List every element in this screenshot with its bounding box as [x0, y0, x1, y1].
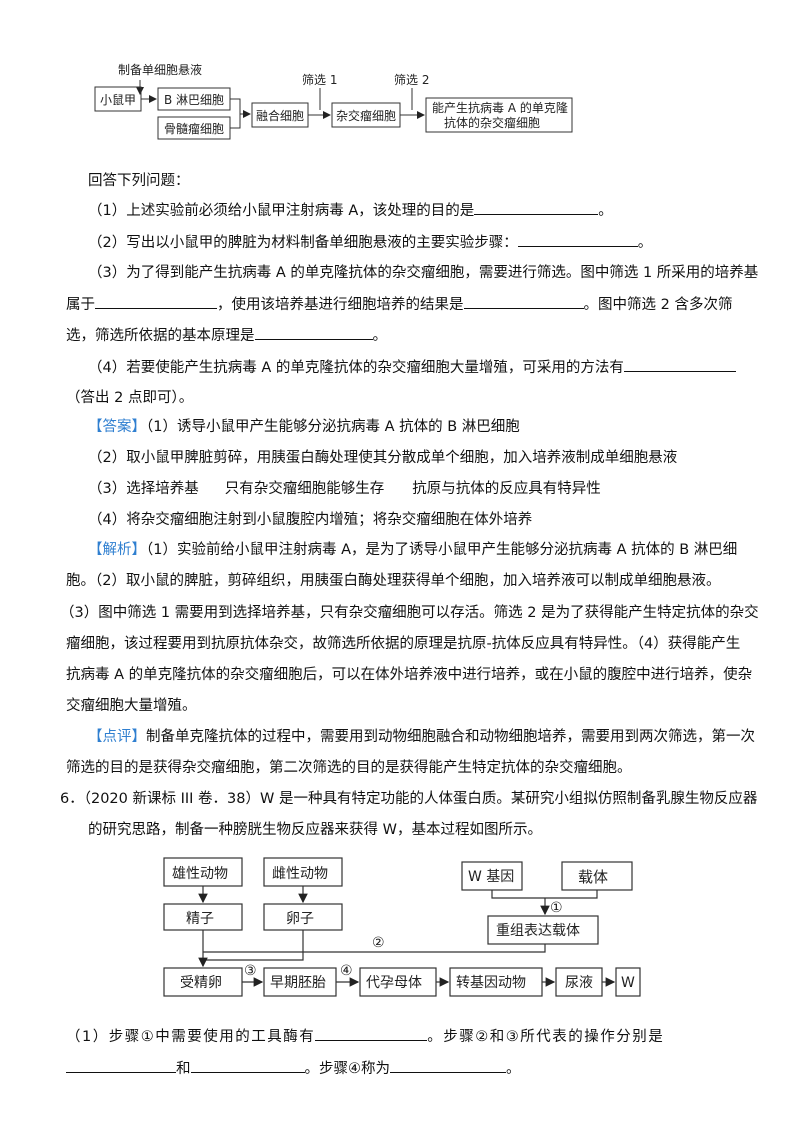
box-surrogate: 代孕母体 — [366, 975, 422, 991]
box-female: 雌性动物 — [272, 866, 328, 882]
q3-text-d: 选，筛选所依据的基本原理是 — [66, 328, 255, 344]
box-final-line1: 能产生抗病毒 A 的单克隆 — [432, 100, 568, 115]
label-screen1: 筛选 1 — [302, 72, 337, 87]
box-w-gene: W 基因 — [468, 868, 514, 885]
analysis-line5: 抗病毒 A 的单克隆抗体的杂交瘤细胞后，可以在体外培养液中进行培养，或在小鼠的腹… — [66, 667, 753, 683]
q2-end: 。 — [637, 235, 653, 251]
box-recomb: 重组表达载体 — [496, 923, 580, 939]
box-urine: 尿液 — [565, 975, 593, 991]
q1-blank — [474, 200, 599, 215]
q2-text: （2）写出以小鼠甲的脾脏为材料制备单细胞悬液的主要实验步骤： — [88, 235, 518, 251]
box-egg: 卵子 — [286, 911, 314, 927]
analysis-line2: 胞。（2）取小鼠的脾脏，剪碎组织，用胰蛋白酶处理获得单个细胞，加入培养液可以制成… — [66, 573, 721, 589]
q6-line2: 的研究思路，制备一种膀胱生物反应器来获得 W，基本过程如图所示。 — [88, 822, 542, 838]
comment-line1: 【点评】制备单克隆抗体的过程中，需要用到动物细胞融合和动物细胞培养，需要用到两次… — [88, 727, 755, 747]
step3-label: ③ — [244, 963, 257, 979]
q3-text-e: 。 — [372, 328, 388, 344]
q6-sub-line1: （1）步骤①中需要使用的工具酶有 。步骤②和③所代表的操作分别是 — [66, 1026, 664, 1047]
bladder-bioreactor-diagram: 雄性动物 雌性动物 W 基因 载体 精子 卵子 ① 重组表达载体 ② 受精卵 ③… — [163, 857, 641, 997]
q4-text: （4）若要使能产生抗病毒 A 的单克隆抗体的杂交瘤细胞大量增殖，可采用的方法有 — [88, 360, 624, 376]
box-mouse: 小鼠甲 — [100, 93, 136, 107]
analysis-line6: 交瘤细胞大量增殖。 — [66, 698, 197, 714]
analysis-line1: 【解析】（1）实验前给小鼠甲注射病毒 A，是为了诱导小鼠甲产生能够分泌抗病毒 A… — [88, 540, 737, 560]
box-male: 雄性动物 — [172, 866, 228, 882]
q6-sub-blank2 — [66, 1058, 176, 1073]
q3-blank1 — [95, 294, 217, 309]
comment-tag: 【点评】 — [88, 729, 146, 745]
analysis-line4: 瘤细胞，该过程要用到抗原抗体杂交，故筛选所依据的原理是抗原-抗体反应具有特异性。… — [66, 636, 741, 652]
q6-sub-text-d: 。步骤④称为 — [304, 1061, 391, 1077]
question-3-line1: （3）为了得到能产生抗病毒 A 的单克隆抗体的杂交瘤细胞，需要进行筛选。图中筛选… — [88, 265, 759, 281]
q6-sub-blank4 — [390, 1058, 506, 1073]
question-3-line3: 选，筛选所依据的基本原理是 。 — [66, 325, 387, 346]
answer-3-2: 只有杂交瘤细胞能够生存 — [224, 481, 385, 497]
intro: 回答下列问题： — [88, 173, 190, 189]
analysis-text-1: （1）实验前给小鼠甲注射病毒 A，是为了诱导小鼠甲产生能够分泌抗病毒 A 抗体的… — [146, 542, 738, 558]
q1-end: 。 — [598, 203, 613, 219]
box-myeloma: 骨髓瘤细胞 — [164, 121, 224, 136]
box-zygote: 受精卵 — [180, 975, 222, 991]
q3-text-c: 。图中筛选 2 含多次筛 — [583, 297, 733, 313]
q6-sub-line2: 和 。步骤④称为 。 — [66, 1058, 521, 1079]
answer-tag: 【答案】 — [88, 419, 146, 435]
q6-sub-blank3 — [190, 1058, 305, 1073]
question-4-line1: （4）若要使能产生抗病毒 A 的单克隆抗体的杂交瘤细胞大量增殖，可采用的方法有 — [88, 357, 736, 378]
question-3-line2: 属于 ，使用该培养基进行细胞培养的结果是 。图中筛选 2 含多次筛 — [66, 294, 732, 315]
q6-sub-text-c: 和 — [176, 1061, 191, 1077]
q3-text-b: ，使用该培养基进行细胞培养的结果是 — [217, 297, 464, 313]
q6-sub-blank1 — [315, 1026, 428, 1041]
q6-number: 6． — [60, 791, 84, 807]
comment-line2: 筛选的目的是获得杂交瘤细胞，第二次筛选的目的是获得能产生特定抗体的杂交瘤细胞。 — [66, 760, 632, 776]
label-prep: 制备单细胞悬液 — [118, 62, 202, 77]
box-transgenic: 转基因动物 — [456, 974, 526, 991]
box-hybridoma: 杂交瘤细胞 — [336, 108, 396, 123]
q1-text: （1）上述实验前必须给小鼠甲注射病毒 A，该处理的目的是 — [88, 203, 475, 219]
question-1: （1）上述实验前必须给小鼠甲注射病毒 A，该处理的目的是 。 — [88, 200, 613, 221]
q4-blank — [623, 357, 736, 372]
box-fusion: 融合细胞 — [256, 108, 304, 123]
box-w: W — [621, 975, 635, 991]
q6-line1: 6．（2020 新课标 III 卷．38）W 是一种具有特定功能的人体蛋白质。某… — [60, 789, 757, 809]
q6-sub-text-e: 。 — [506, 1061, 521, 1077]
question-4-line2: （答出 2 点即可）。 — [66, 390, 194, 406]
answer-line3: （3）选择培养基 只有杂交瘤细胞能够生存 抗原与抗体的反应具有特异性 — [88, 479, 601, 499]
answer-3-1: （3）选择培养基 — [88, 481, 199, 497]
answer-line2: （2）取小鼠甲脾脏剪碎，用胰蛋白酶处理使其分散成单个细胞，加入培养液制成单细胞悬… — [88, 450, 678, 466]
hybridoma-flow-diagram: 制备单细胞悬液 小鼠甲 B 淋巴细胞 骨髓瘤细胞 融合细胞 筛选 1 杂交瘤细胞… — [94, 62, 573, 140]
step2-label: ② — [372, 935, 385, 951]
step4-label: ④ — [340, 963, 353, 979]
answer-1: （1）诱导小鼠甲产生能够分泌抗病毒 A 抗体的 B 淋巴细胞 — [146, 419, 520, 435]
answer-line1: 【答案】（1）诱导小鼠甲产生能够分泌抗病毒 A 抗体的 B 淋巴细胞 — [88, 417, 520, 437]
box-b-cell: B 淋巴细胞 — [164, 93, 224, 107]
q6-text-1: （2020 新课标 III 卷．38）W 是一种具有特定功能的人体蛋白质。某研究… — [83, 791, 758, 807]
q3-text-a: 属于 — [66, 297, 95, 313]
question-2: （2）写出以小鼠甲的脾脏为材料制备单细胞悬液的主要实验步骤： 。 — [88, 232, 652, 253]
q2-blank — [517, 232, 638, 247]
q3-blank2 — [463, 294, 584, 309]
q3-blank3 — [254, 325, 373, 340]
label-screen2: 筛选 2 — [394, 72, 429, 87]
q6-sub-text-a: （1）步骤①中需要使用的工具酶有 — [66, 1029, 316, 1045]
box-final-line2: 抗体的杂交瘤细胞 — [444, 115, 540, 130]
answer-line4: （4）将杂交瘤细胞注射到小鼠腹腔内增殖；将杂交瘤细胞在体外培养 — [88, 512, 533, 528]
box-vector: 载体 — [578, 868, 608, 886]
box-embryo: 早期胚胎 — [270, 975, 326, 991]
q6-sub-text-b: 。步骤②和③所代表的操作分别是 — [427, 1029, 665, 1045]
step1-label: ① — [550, 900, 563, 916]
answer-3-3: 抗原与抗体的反应具有特异性 — [412, 481, 601, 497]
box-sperm: 精子 — [186, 911, 214, 927]
analysis-line3: （3）图中筛选 1 需要用到选择培养基，只有杂交瘤细胞可以存活。筛选 2 是为了… — [60, 605, 759, 621]
analysis-tag: 【解析】 — [88, 542, 146, 558]
comment-text-1: 制备单克隆抗体的过程中，需要用到动物细胞融合和动物细胞培养，需要用到两次筛选，第… — [146, 729, 755, 745]
